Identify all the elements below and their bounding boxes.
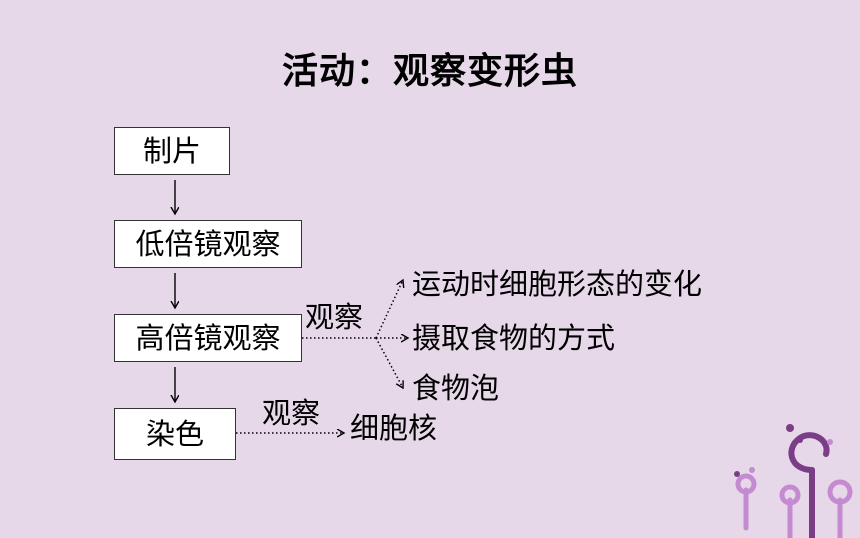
- step-box-prepare-slide: 制片: [114, 127, 230, 175]
- observation-food-vacuole: 食物泡: [412, 371, 500, 405]
- observation-feeding: 摄取食物的方式: [412, 321, 616, 355]
- step-box-high-power: 高倍镜观察: [114, 314, 302, 362]
- observe-label-staining: 观察: [262, 396, 321, 430]
- dotted-arrow-to-food-vacuole: [375, 337, 403, 388]
- step-box-low-power: 低倍镜观察: [114, 220, 302, 268]
- observe-label-high-power: 观察: [305, 300, 364, 334]
- observation-shape-change: 运动时细胞形态的变化: [412, 267, 703, 301]
- stain-result-nucleus: 细胞核: [350, 411, 438, 445]
- step-label: 低倍镜观察: [135, 226, 281, 261]
- dotted-arrow-to-shape-change: [375, 280, 403, 339]
- page-title: 活动：观察变形虫: [281, 51, 578, 92]
- step-label: 染色: [145, 416, 204, 451]
- step-label: 高倍镜观察: [135, 320, 281, 355]
- step-label: 制片: [142, 133, 201, 168]
- step-box-staining: 染色: [114, 408, 236, 460]
